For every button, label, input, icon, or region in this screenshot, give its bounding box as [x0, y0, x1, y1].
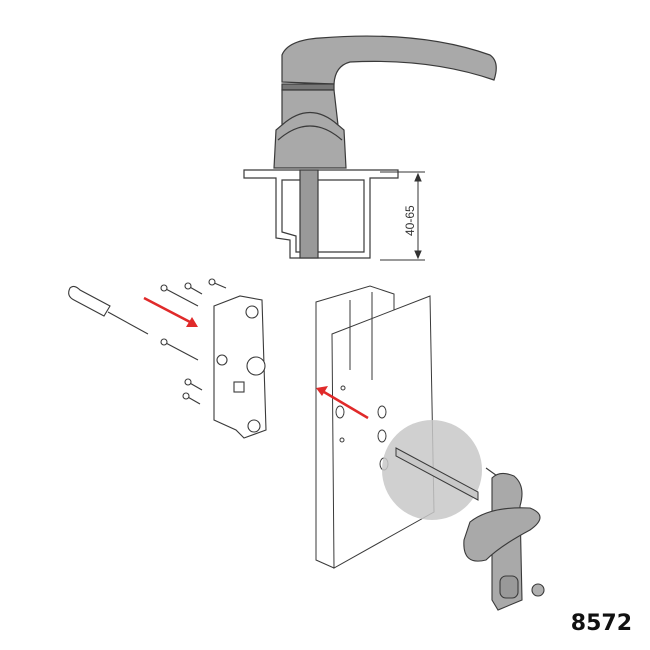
screwdriver — [68, 285, 149, 335]
door-profile-section — [243, 169, 399, 259]
spindle — [395, 447, 479, 501]
screws — [160, 278, 227, 405]
lock-body — [213, 295, 267, 439]
arrow-insert-lock — [143, 296, 198, 327]
dimension-label: 40-65 — [403, 205, 417, 236]
arrow-insert-profile — [316, 386, 369, 420]
product-code: 8572 — [570, 611, 632, 636]
lever-handle-top — [273, 35, 497, 169]
dimension-marker — [380, 171, 425, 261]
lever-handle-with-key — [463, 467, 545, 611]
